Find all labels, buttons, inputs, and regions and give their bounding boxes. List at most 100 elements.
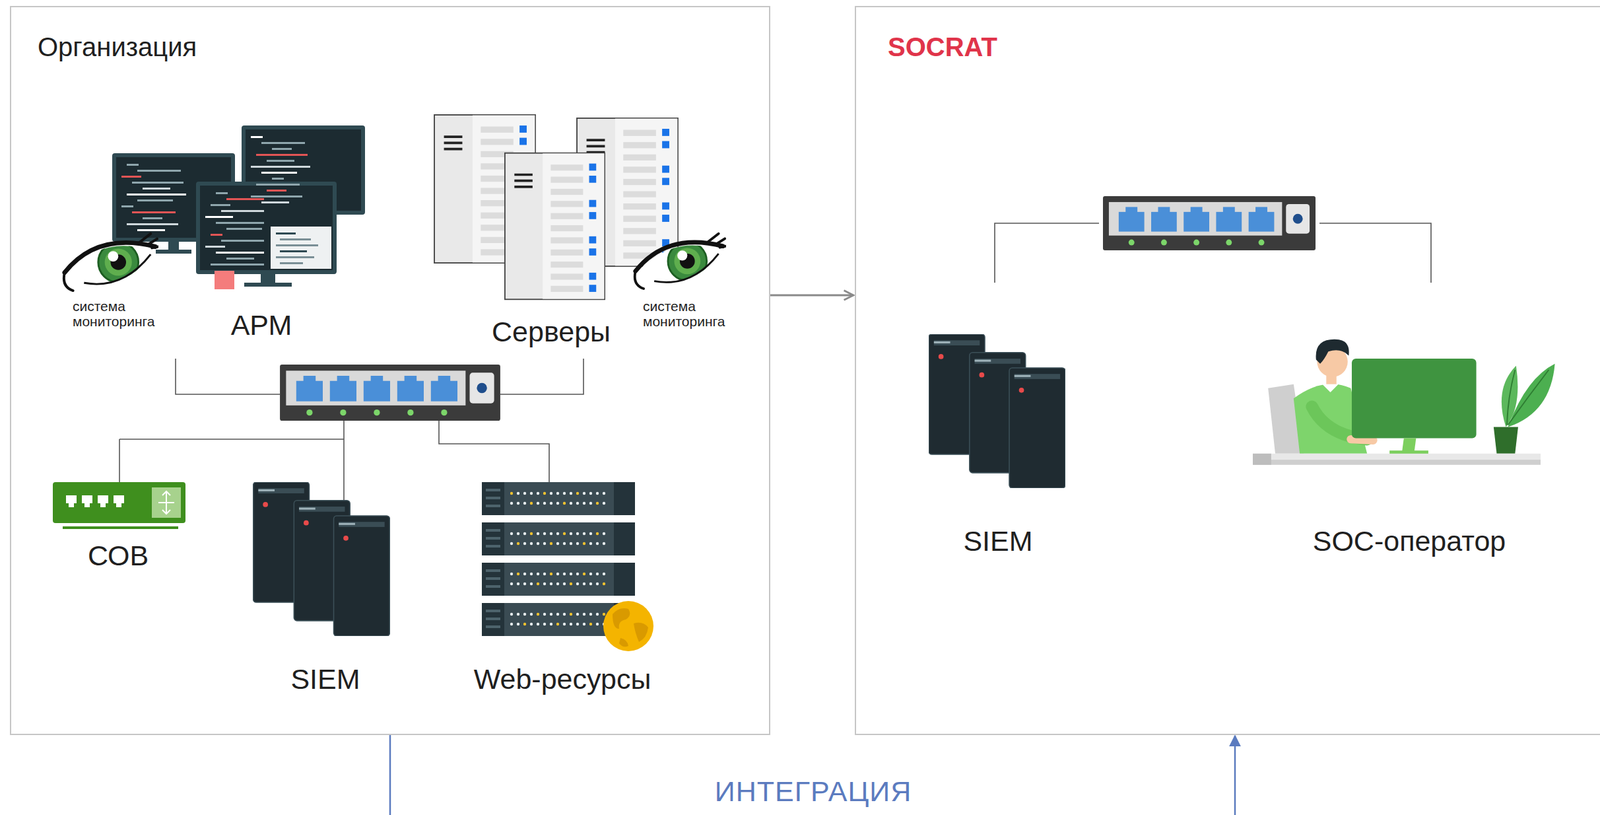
web-rack [536,572,540,575]
web-rack [549,582,553,585]
web-rack [543,572,546,575]
component-label: SIEM [287,662,363,696]
web-rack [530,612,533,616]
workstation-icon [275,232,319,265]
component-label: СОВ [85,539,152,572]
code-line [142,187,171,190]
code-line [210,203,231,206]
web-rack [582,572,586,575]
web-rack [485,488,501,492]
window-line [279,262,303,265]
web-rack [530,491,533,495]
operator-illustration [1252,453,1272,465]
web-rack [582,491,586,495]
web-rack [510,541,513,545]
connector [770,294,854,297]
code-line [121,175,142,178]
web-rack [556,532,560,535]
web-rack [589,572,593,575]
operator-illustration [1316,339,1350,364]
web-rack [582,532,586,535]
web-rack [523,532,527,535]
web-rack [510,491,513,495]
web-rack [543,532,546,535]
web-rack [510,532,513,535]
web-rack [569,501,573,505]
component-box: Серверы [489,315,614,348]
web-rack [549,501,553,505]
web-rack [481,562,635,596]
web-rack [613,481,635,515]
web-rack [543,491,546,495]
network-wire [119,438,344,440]
web-rack [602,582,606,585]
web-rack [485,496,501,500]
code-line [261,171,298,174]
web-rack [549,532,553,535]
web-rack [536,491,540,495]
web-rack [549,572,553,575]
ids-icon [113,495,125,503]
workstation-icon [112,125,366,290]
web-rack [536,532,540,535]
web-rack [589,582,593,585]
web-rack [576,572,579,575]
web-rack [536,612,540,616]
web-rack [536,501,540,505]
component-box: СОВ [85,539,152,572]
web-rack [563,582,566,585]
operator-illustration [1350,438,1373,441]
workstation-icon [200,185,333,270]
web-rack [485,617,501,620]
network-wire [119,358,584,501]
web-rack [569,622,573,626]
web-rack [582,622,586,626]
zone-title: SOCRAT [887,32,998,63]
workstation-icon [214,270,235,290]
workstation-icon [168,241,179,251]
code-line [256,183,300,186]
web-rack [589,532,593,535]
window-line [275,232,296,235]
network-wire [343,420,345,501]
web-rack [613,562,635,596]
component-box: SOC-оператор [1310,524,1509,558]
web-rack [523,501,527,505]
web-rack [516,572,520,575]
code-line [271,147,292,150]
ids-icon [52,481,186,529]
web-rack [563,501,566,505]
web-rack [510,612,513,616]
code-line [250,195,303,198]
ids-icon [81,495,93,503]
web-rack [582,612,586,616]
web-rack [536,541,540,545]
web-rack [589,541,593,545]
ids-icon [66,495,125,507]
web-rack [556,501,560,505]
operator-illustration [1508,363,1556,428]
code-line [126,163,139,166]
network-switch [1102,196,1316,251]
network-wire [994,223,1100,283]
web-rack [485,568,501,572]
web-rack [602,572,606,575]
operator-illustration [1351,358,1477,439]
network-switch [279,364,501,421]
ids-icon [68,502,74,507]
web-rack [481,481,505,515]
web-rack [596,532,599,535]
web-rack [510,501,513,505]
web-rack [563,541,566,545]
web-rack [569,572,573,575]
code-line [226,257,255,260]
web-rack [612,607,649,647]
code-line [226,227,263,230]
web-rack [596,501,599,505]
web-rack [485,536,501,540]
web-rack [481,602,505,636]
web-rack [530,532,533,535]
web-rack [485,584,501,588]
web-rack [596,582,599,585]
web-rack [523,572,527,575]
